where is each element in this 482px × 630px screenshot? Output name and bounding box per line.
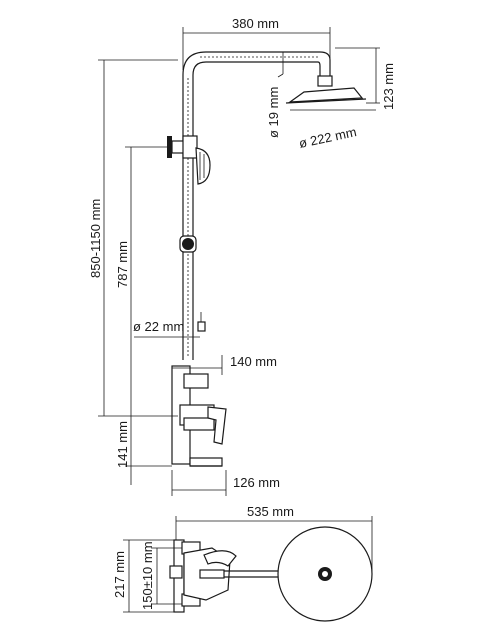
plan-dimension-lines <box>123 516 373 613</box>
dim-total-depth: 535 mm <box>247 504 294 519</box>
dim-total-height: 850-1150 mm <box>88 199 103 278</box>
dim-rail-diameter: ø 22 mm <box>133 319 184 334</box>
dim-rail-height: 787 mm <box>115 241 130 288</box>
plan-view: 535 mm 217 mm 150±10 mm <box>112 504 373 622</box>
bath-spout <box>189 457 223 467</box>
dim-head-diameter: ø 222 mm <box>298 124 358 151</box>
riser-pipe <box>182 75 194 360</box>
dim-spout-length: 126 mm <box>233 475 280 490</box>
dim-arm-length: 380 mm <box>232 16 279 31</box>
plan-mixer-lever <box>203 550 237 567</box>
dim-arm-diameter: ø 19 mm <box>266 87 281 138</box>
front-dimension-lines <box>98 27 380 496</box>
mixer-lever <box>207 406 227 445</box>
dim-mixer-height: 141 mm <box>115 421 130 468</box>
front-view: 380 mm 123 mm ø 19 mm ø 222 mm 850-1150 … <box>88 16 396 496</box>
dim-mixer-width: 140 mm <box>230 354 277 369</box>
hand-shower <box>195 147 211 185</box>
diverter-valve <box>167 135 198 159</box>
dim-head-height: 123 mm <box>381 63 396 110</box>
top-arm <box>182 51 331 76</box>
dim-plan-height: 217 mm <box>112 551 127 598</box>
dim-connection-spacing: 150±10 mm <box>140 541 155 610</box>
mixer-body <box>171 365 227 467</box>
rain-shower-head <box>287 87 364 103</box>
